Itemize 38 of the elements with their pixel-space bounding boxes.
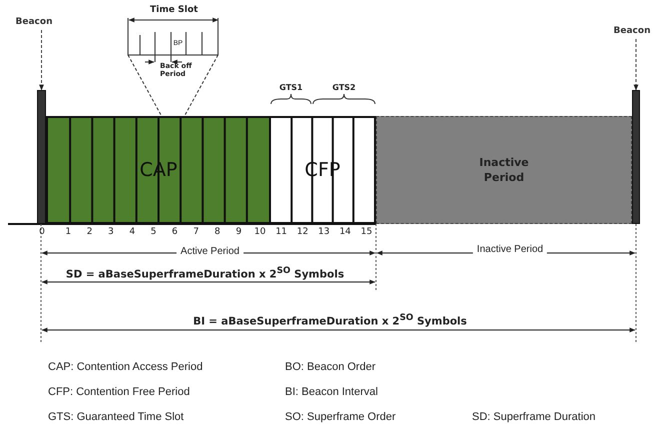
period-label: Inactive Period	[478, 154, 530, 186]
formula-label: SD = aBaseSuperframeDuration x 2$^{SO}$ Symbols	[66, 267, 344, 282]
slot-number: 10	[254, 228, 266, 238]
definition-text: BI: Beacon Interval	[285, 386, 378, 398]
arrow	[39, 30, 44, 91]
definition-text: CFP: Contention Free Period	[48, 386, 190, 398]
definition-text: SD: Superframe Duration	[472, 411, 596, 423]
slot-number: 2	[86, 228, 92, 238]
slot-number: 13	[318, 228, 330, 238]
slot-number: 7	[193, 228, 199, 238]
definition-text: CAP: Contention Access Period	[48, 361, 203, 373]
beacon-label: Beacon	[610, 25, 654, 37]
period-label: Inactive Period	[472, 244, 548, 255]
definition-text: SO: Superframe Order	[285, 411, 396, 423]
arrow	[634, 38, 638, 91]
slot-number: 11	[276, 228, 288, 238]
slot-label: GTS1	[279, 84, 303, 93]
slot-number: 1	[65, 228, 72, 238]
formula-label: BI = aBaseSuperframeDuration x 2$^{SO}$ Symbols	[193, 314, 467, 328]
definition-text: GTS: Guaranteed Time Slot	[48, 411, 184, 423]
slot-number: 6	[172, 228, 178, 238]
period-label: Active Period	[176, 246, 244, 257]
definition-text: BO: Beacon Order	[285, 361, 376, 373]
slot-number: 8	[214, 228, 220, 238]
slot-number: 3	[108, 228, 114, 238]
beacon-label: Beacon	[14, 16, 54, 28]
slot-number: 9	[236, 228, 242, 238]
slot-number: 14	[339, 228, 351, 238]
slot-title: Time Slot	[150, 6, 198, 16]
slot-number: 15	[360, 228, 372, 238]
slot-label: GTS2	[332, 84, 356, 93]
slot-number: 5	[150, 228, 156, 238]
slot-number: 4	[129, 228, 136, 238]
beacon-bar	[632, 90, 640, 224]
slot-number: 12	[296, 228, 308, 238]
beacon-bar	[37, 90, 46, 224]
slot-number: 0	[39, 228, 45, 238]
period-block	[376, 116, 632, 224]
